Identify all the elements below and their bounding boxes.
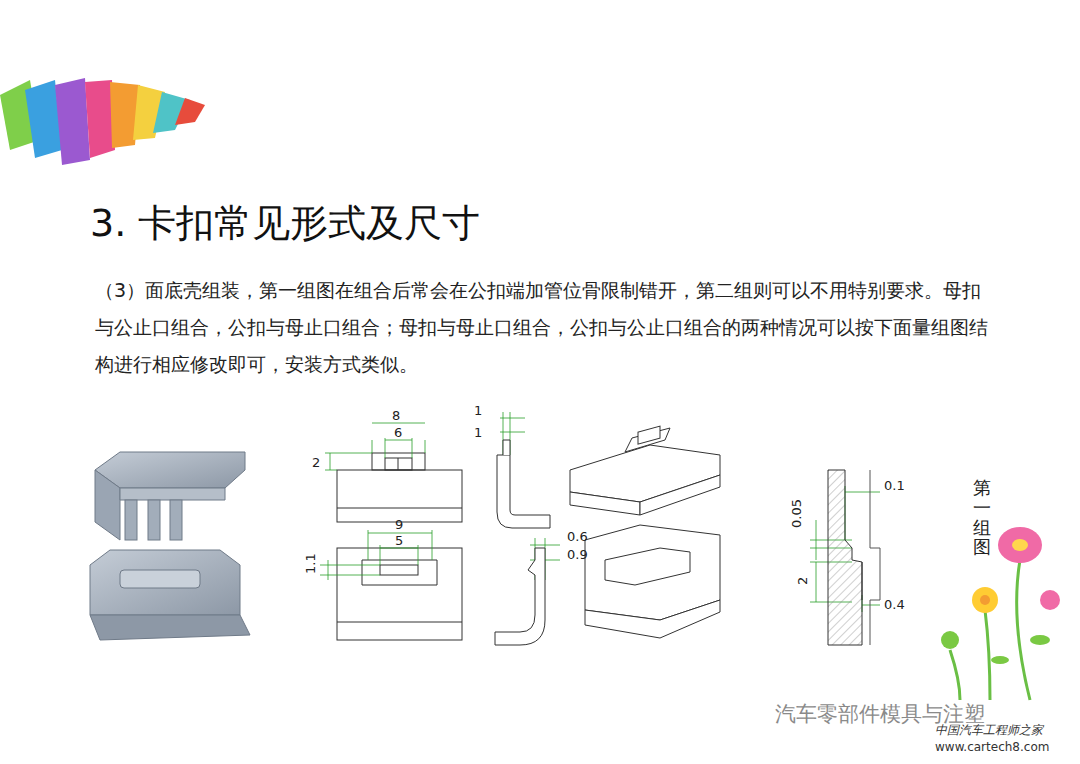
detail-section (828, 470, 880, 645)
dimension: 5 (395, 534, 403, 547)
slide-title: 3. 卡扣常见形式及尺寸 (90, 198, 480, 249)
dimension: 9 (395, 518, 403, 531)
group-label: 第一组图 (973, 478, 991, 557)
dimension: 2 (312, 456, 320, 469)
dimension: 0.4 (884, 598, 905, 611)
dimension: 8 (392, 409, 400, 422)
front-view (337, 453, 462, 640)
watermark: 中国汽车工程师之家 (935, 722, 1043, 739)
dimension: 0.9 (567, 548, 588, 561)
section-view (495, 440, 550, 645)
dimension: 0.05 (790, 499, 803, 528)
dimension: 6 (394, 426, 402, 439)
dimension: 2 (796, 577, 809, 585)
note-text: （3）面底壳组装，第一组图在组合后常会在公扣端加管位骨限制错开，第二组则可以不用… (95, 272, 1000, 383)
flower-decoration (941, 527, 1060, 700)
dimension: 0.6 (567, 530, 588, 543)
ribbon-decoration (0, 78, 205, 165)
clip-part-3d (570, 426, 720, 638)
dimension: 1 (474, 404, 482, 417)
dimension: 0.1 (884, 479, 905, 492)
watermark: www.cartech8.com (935, 740, 1049, 754)
dimension: 1.1 (304, 553, 317, 574)
clip-assembly-3d (90, 452, 250, 640)
dimension: 1 (474, 426, 482, 439)
